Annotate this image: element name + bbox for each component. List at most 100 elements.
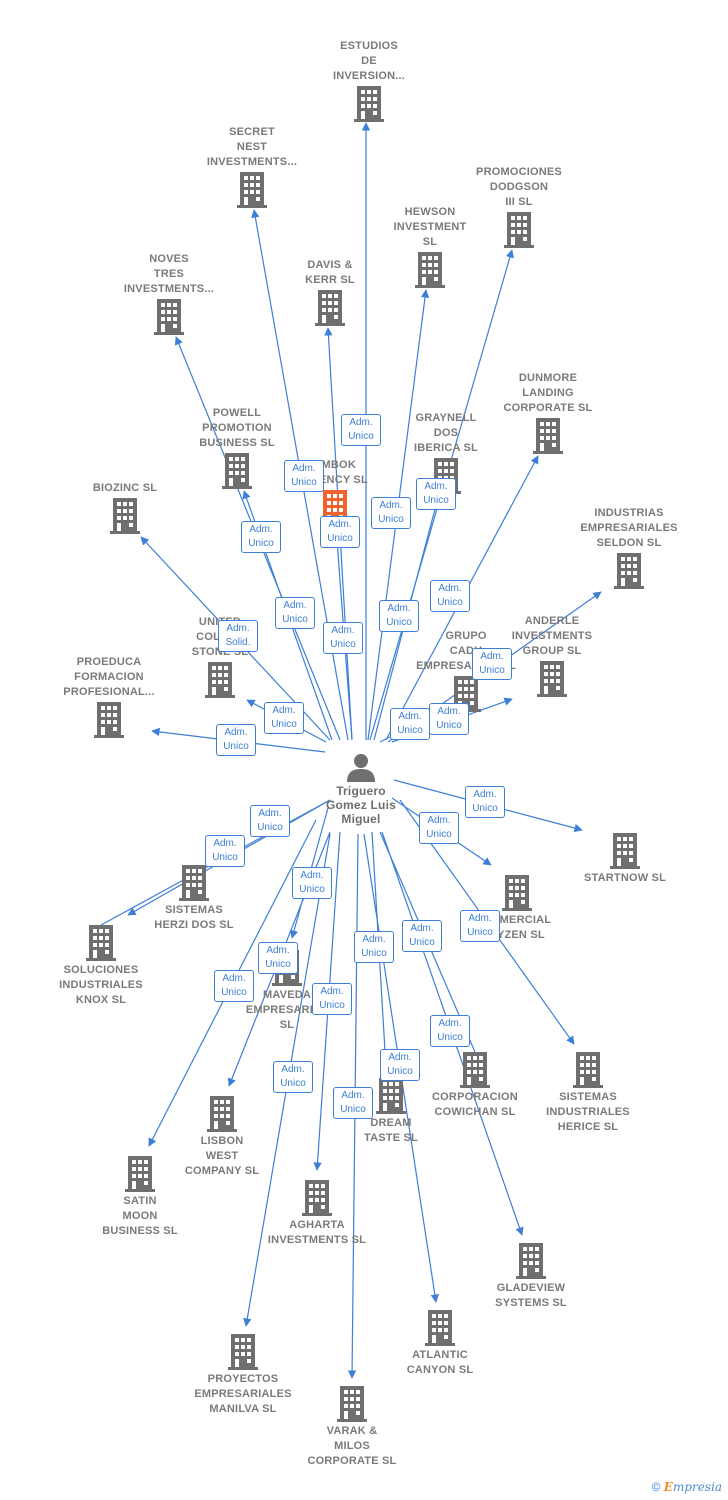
company-node-corporacion-cowichan-sl[interactable]: CORPORACION COWICHAN SL: [415, 1052, 535, 1120]
company-node-biozinc-sl[interactable]: BIOZINC SL: [65, 481, 185, 534]
company-label: ANDERLE INVESTMENTS GROUP SL: [511, 615, 593, 657]
company-node-agharta-investments-sl[interactable]: AGHARTA INVESTMENTS SL: [257, 1180, 377, 1248]
role-badge[interactable]: Adm. Unico: [430, 1015, 470, 1047]
role-badge[interactable]: Adm. Unico: [275, 597, 315, 629]
company-label: SISTEMAS HERZI DOS SL: [154, 904, 234, 931]
role-badge[interactable]: Adm. Solid.: [218, 620, 258, 652]
company-node-proeduca-formacion-profesional[interactable]: PROEDUCA FORMACION PROFESIONAL...: [49, 655, 169, 738]
company-node-soluciones-industriales-knox-sl[interactable]: SOLUCIONES INDUSTRIALES KNOX SL: [41, 925, 161, 1008]
company-label: ESTUDIOS DE INVERSION...: [332, 40, 406, 82]
company-label: POWELL PROMOTION BUSINESS SL: [199, 407, 275, 449]
role-badge[interactable]: Adm. Unico: [472, 648, 512, 680]
company-label: DUNMORE LANDING CORPORATE SL: [503, 372, 593, 414]
company-label: VARAK & MILOS CORPORATE SL: [307, 1425, 397, 1467]
building-icon: [354, 86, 384, 122]
building-icon: [376, 1078, 406, 1114]
company-node-estudios-de-inversion[interactable]: ESTUDIOS DE INVERSION...: [309, 39, 429, 122]
building-icon: [460, 1052, 490, 1088]
company-node-powell-promotion-business-sl[interactable]: POWELL PROMOTION BUSINESS SL: [177, 406, 297, 489]
role-badge[interactable]: Adm. Unico: [419, 812, 459, 844]
company-node-atlantic-canyon-sl[interactable]: ATLANTIC CANYON SL: [380, 1310, 500, 1378]
role-badge[interactable]: Adm. Unico: [323, 622, 363, 654]
person-icon: [347, 754, 375, 782]
company-label: NOVES TRES INVESTMENTS...: [123, 253, 215, 295]
role-badge[interactable]: Adm. Unico: [333, 1087, 373, 1119]
company-label: PROEDUCA FORMACION PROFESIONAL...: [63, 656, 155, 698]
company-node-startnow-sl[interactable]: STARTNOW SL: [565, 833, 685, 886]
role-badge[interactable]: Adm. Unico: [216, 724, 256, 756]
company-node-dream-taste-sl[interactable]: DREAM TASTE SL: [331, 1078, 451, 1146]
role-badge[interactable]: Adm. Unico: [205, 835, 245, 867]
company-label: ATLANTIC CANYON SL: [406, 1349, 474, 1376]
company-label: AGHARTA INVESTMENTS SL: [267, 1219, 367, 1246]
role-badge[interactable]: Adm. Unico: [380, 1049, 420, 1081]
company-label: MAVEDA EMPRESARIAL SL: [245, 989, 329, 1031]
company-node-dunmore-landing-corporate-sl[interactable]: DUNMORE LANDING CORPORATE SL: [488, 371, 608, 454]
company-node-davis-kerr-sl[interactable]: DAVIS & KERR SL: [270, 258, 390, 326]
copyright-symbol: ©: [651, 1480, 661, 1494]
company-node-proyectos-empresariales-manilva-sl[interactable]: PROYECTOS EMPRESARIALES MANILVA SL: [183, 1334, 303, 1417]
company-node-noves-tres-investments[interactable]: NOVES TRES INVESTMENTS...: [109, 252, 229, 335]
company-label: GRAYNELL DOS IBERICA SL: [414, 412, 478, 454]
company-node-gladeview-systems-sl[interactable]: GLADEVIEW SYSTEMS SL: [471, 1243, 591, 1311]
role-badge[interactable]: Adm. Unico: [292, 867, 332, 899]
company-label: DREAM TASTE SL: [364, 1117, 418, 1144]
role-badge[interactable]: Adm. Unico: [416, 478, 456, 510]
center-person-name: Triguero Gomez Luis Miguel: [325, 784, 396, 826]
company-label: SECRET NEST INVESTMENTS...: [206, 126, 298, 168]
building-icon: [302, 1180, 332, 1216]
role-badge[interactable]: Adm. Unico: [430, 580, 470, 612]
role-badge[interactable]: Adm. Unico: [429, 703, 469, 735]
company-node-hewson-investment-sl[interactable]: HEWSON INVESTMENT SL: [370, 205, 490, 288]
building-icon: [110, 498, 140, 534]
building-icon: [179, 865, 209, 901]
company-label: SOLUCIONES INDUSTRIALES KNOX SL: [59, 964, 143, 1006]
company-node-sistemas-herzi-dos-sl[interactable]: SISTEMAS HERZI DOS SL: [134, 865, 254, 933]
role-badge[interactable]: Adm. Unico: [250, 805, 290, 837]
company-label: DAVIS & KERR SL: [305, 259, 355, 286]
building-icon: [425, 1310, 455, 1346]
company-node-graynell-dos-iberica-sl[interactable]: GRAYNELL DOS IBERICA SL: [386, 411, 506, 494]
company-node-promociones-dodgson-iii-sl[interactable]: PROMOCIONES DODGSON III SL: [459, 165, 579, 248]
role-badge[interactable]: Adm. Unico: [379, 600, 419, 632]
company-node-industrias-empresariales-seldon-sl[interactable]: INDUSTRIAS EMPRESARIALES SELDON SL: [569, 506, 689, 589]
role-badge[interactable]: Adm. Unico: [460, 910, 500, 942]
building-icon: [502, 875, 532, 911]
center-person-node[interactable]: Triguero Gomez Luis Miguel: [301, 752, 421, 826]
company-node-secret-nest-investments[interactable]: SECRET NEST INVESTMENTS...: [192, 125, 312, 208]
role-badge[interactable]: Adm. Unico: [273, 1061, 313, 1093]
building-icon: [237, 172, 267, 208]
company-node-lisbon-west-company-sl[interactable]: LISBON WEST COMPANY SL: [162, 1096, 282, 1179]
building-icon: [415, 252, 445, 288]
role-badge[interactable]: Adm. Unico: [341, 414, 381, 446]
role-badge[interactable]: Adm. Unico: [354, 931, 394, 963]
company-label: GLADEVIEW SYSTEMS SL: [495, 1282, 567, 1309]
building-icon: [86, 925, 116, 961]
role-badge[interactable]: Adm. Unico: [371, 497, 411, 529]
company-node-varak-milos-corporate-sl[interactable]: VARAK & MILOS CORPORATE SL: [292, 1386, 412, 1469]
role-badge[interactable]: Adm. Unico: [465, 786, 505, 818]
company-label: STARTNOW SL: [583, 872, 667, 884]
company-node-sistemas-industriales-herice-sl[interactable]: SISTEMAS INDUSTRIALES HERICE SL: [528, 1052, 648, 1135]
building-icon: [537, 661, 567, 697]
building-icon: [504, 212, 534, 248]
company-label: SATIN MOON BUSINESS SL: [102, 1195, 178, 1237]
building-icon: [125, 1156, 155, 1192]
role-badge[interactable]: Adm. Unico: [320, 516, 360, 548]
company-label: HEWSON INVESTMENT SL: [393, 206, 467, 248]
role-badge[interactable]: Adm. Unico: [214, 970, 254, 1002]
brand-initial: E: [663, 1480, 673, 1494]
building-icon: [533, 418, 563, 454]
role-badge[interactable]: Adm. Unico: [402, 920, 442, 952]
role-badge[interactable]: Adm. Unico: [241, 521, 281, 553]
company-node-maveda-empresarial-sl[interactable]: MAVEDA EMPRESARIAL SL: [227, 950, 347, 1033]
company-node-anderle-investments-group-sl[interactable]: ANDERLE INVESTMENTS GROUP SL: [492, 614, 612, 697]
building-icon: [228, 1334, 258, 1370]
role-badge[interactable]: Adm. Unico: [264, 702, 304, 734]
role-badge[interactable]: Adm. Unico: [312, 983, 352, 1015]
role-badge[interactable]: Adm. Unico: [284, 460, 324, 492]
company-node-satin-moon-business-sl[interactable]: SATIN MOON BUSINESS SL: [80, 1156, 200, 1239]
role-badge[interactable]: Adm. Unico: [258, 942, 298, 974]
role-badge[interactable]: Adm. Unico: [390, 708, 430, 740]
